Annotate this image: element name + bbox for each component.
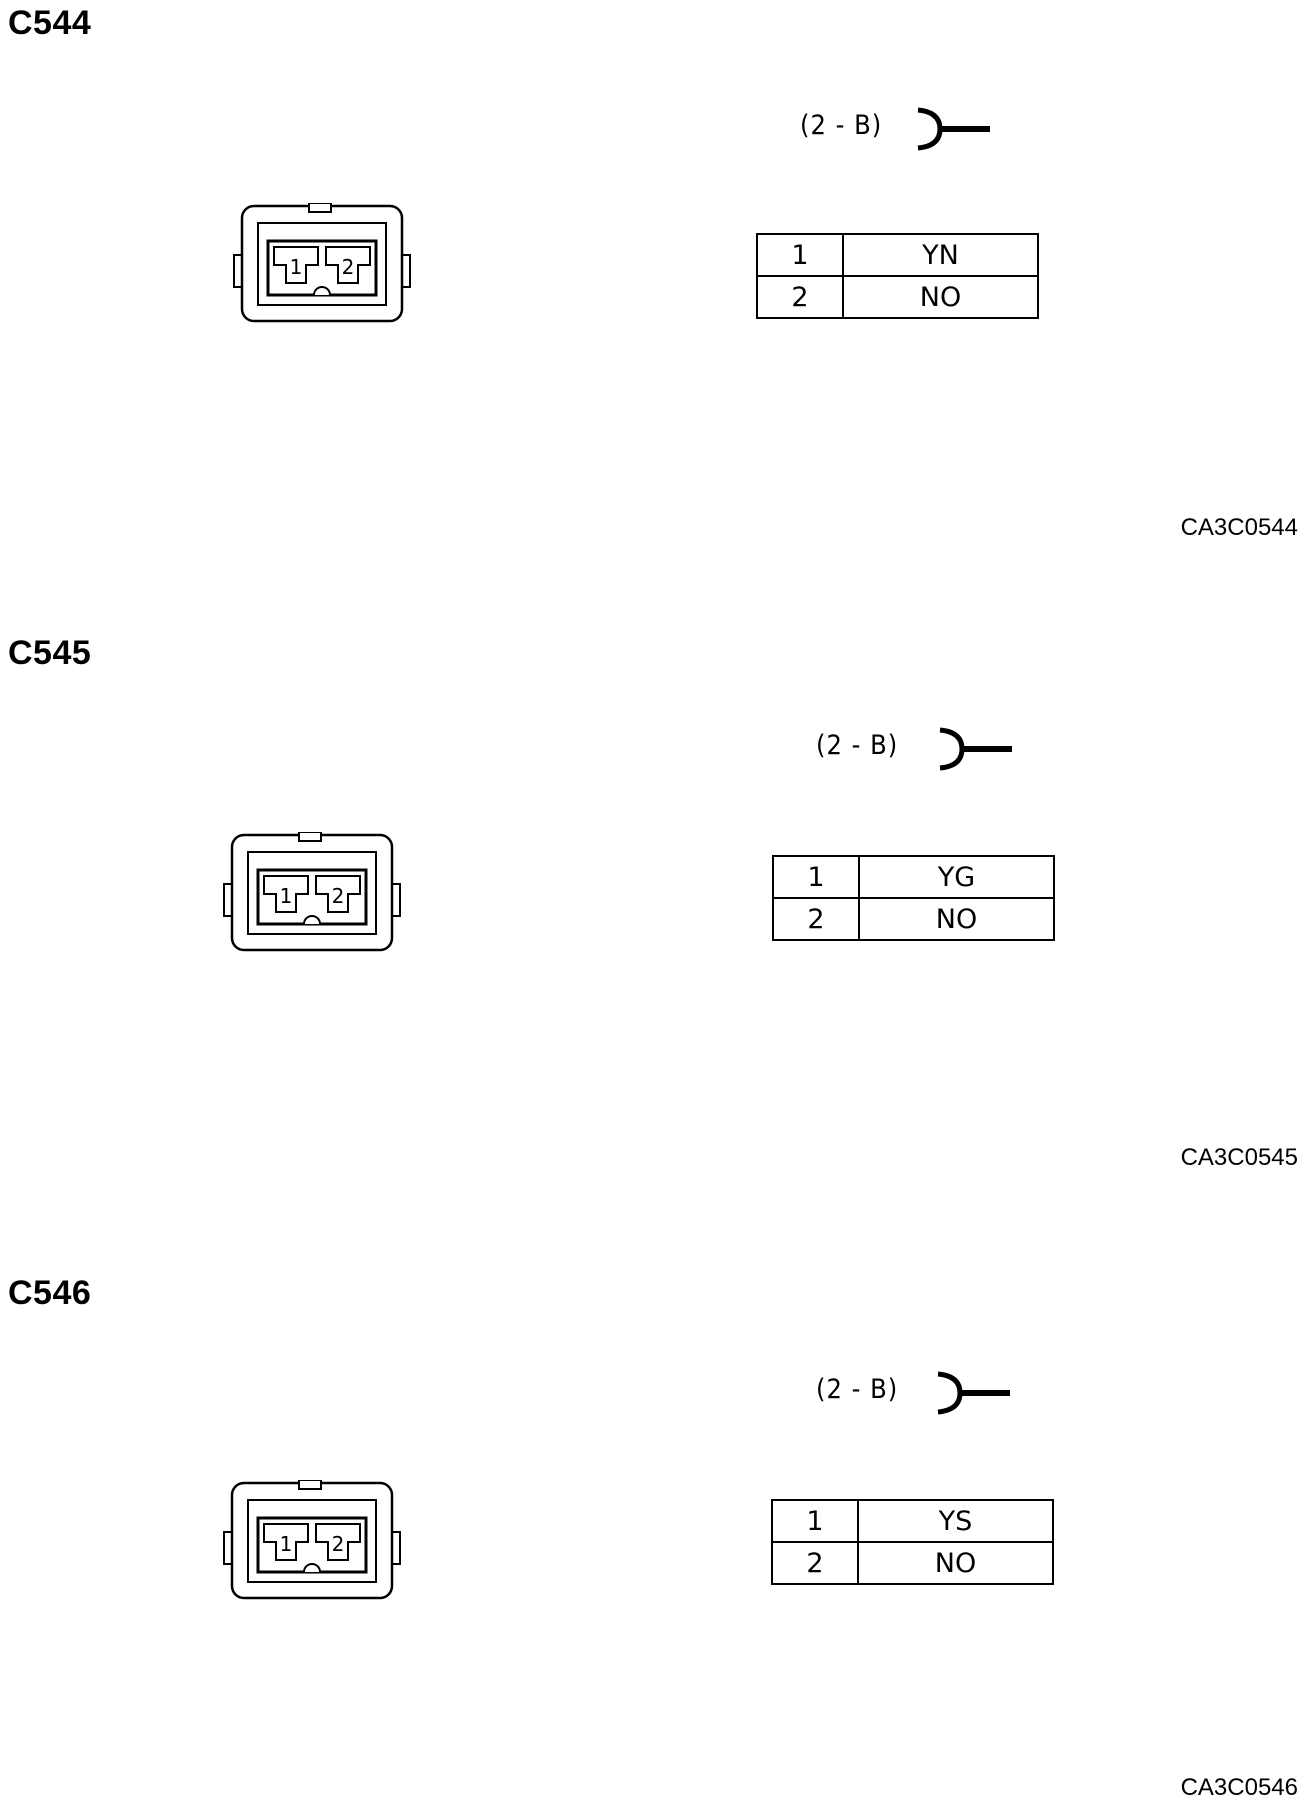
pin-table: 1 YS 2 NO <box>771 1499 1054 1585</box>
connector-spec: (2 - B) <box>800 110 883 141</box>
wire-color: NO <box>857 1541 1054 1585</box>
pin-table: 1 YG 2 NO <box>772 855 1055 941</box>
connector-section-c545: C545 (2 - B) 1 2 1 YG 2 NO CA3C0545 <box>0 630 1312 1270</box>
connector-id: C544 <box>8 4 92 42</box>
wire-color: NO <box>858 897 1055 941</box>
pin-label: 1 <box>290 255 303 279</box>
female-terminal-icon <box>939 727 1012 771</box>
figure-reference: CA3C0546 <box>1180 1774 1298 1801</box>
connector-id: C546 <box>8 1274 92 1312</box>
pin-label: 1 <box>280 884 293 908</box>
pin-label: 2 <box>342 255 355 279</box>
connector-face-diagram: 1 2 <box>223 832 401 952</box>
connector-section-c544: C544 (2 - B) 1 2 1 YN 2 NO CA3C0544 <box>0 0 1312 630</box>
connector-face-diagram: 1 2 <box>233 203 411 323</box>
figure-reference: CA3C0544 <box>1180 514 1298 541</box>
figure-reference: CA3C0545 <box>1180 1144 1298 1171</box>
wire-color: YG <box>858 855 1055 899</box>
female-terminal-icon <box>937 1371 1010 1415</box>
pin-label: 2 <box>332 884 345 908</box>
table-row: 1 YN <box>756 233 1039 277</box>
table-row: 1 YS <box>771 1499 1054 1543</box>
wire-color: NO <box>842 275 1039 319</box>
connector-id: C545 <box>8 634 92 672</box>
table-row: 2 NO <box>771 1541 1054 1585</box>
wire-color: YS <box>857 1499 1054 1543</box>
pin-number: 2 <box>771 1541 859 1585</box>
pin-table: 1 YN 2 NO <box>756 233 1039 319</box>
table-row: 2 NO <box>772 897 1055 941</box>
table-row: 2 NO <box>756 275 1039 319</box>
pin-number: 1 <box>772 855 860 899</box>
pin-label: 1 <box>280 1532 293 1556</box>
connector-spec: (2 - B) <box>816 1374 899 1405</box>
pin-label: 2 <box>332 1532 345 1556</box>
connector-section-c546: C546 (2 - B) 1 2 1 YS 2 NO CA3C0546 <box>0 1270 1312 1812</box>
pin-number: 1 <box>756 233 844 277</box>
female-terminal-icon <box>917 107 990 151</box>
wire-color: YN <box>842 233 1039 277</box>
connector-face-diagram: 1 2 <box>223 1480 401 1600</box>
pin-number: 1 <box>771 1499 859 1543</box>
pin-number: 2 <box>756 275 844 319</box>
table-row: 1 YG <box>772 855 1055 899</box>
pin-number: 2 <box>772 897 860 941</box>
connector-spec: (2 - B) <box>816 730 899 761</box>
